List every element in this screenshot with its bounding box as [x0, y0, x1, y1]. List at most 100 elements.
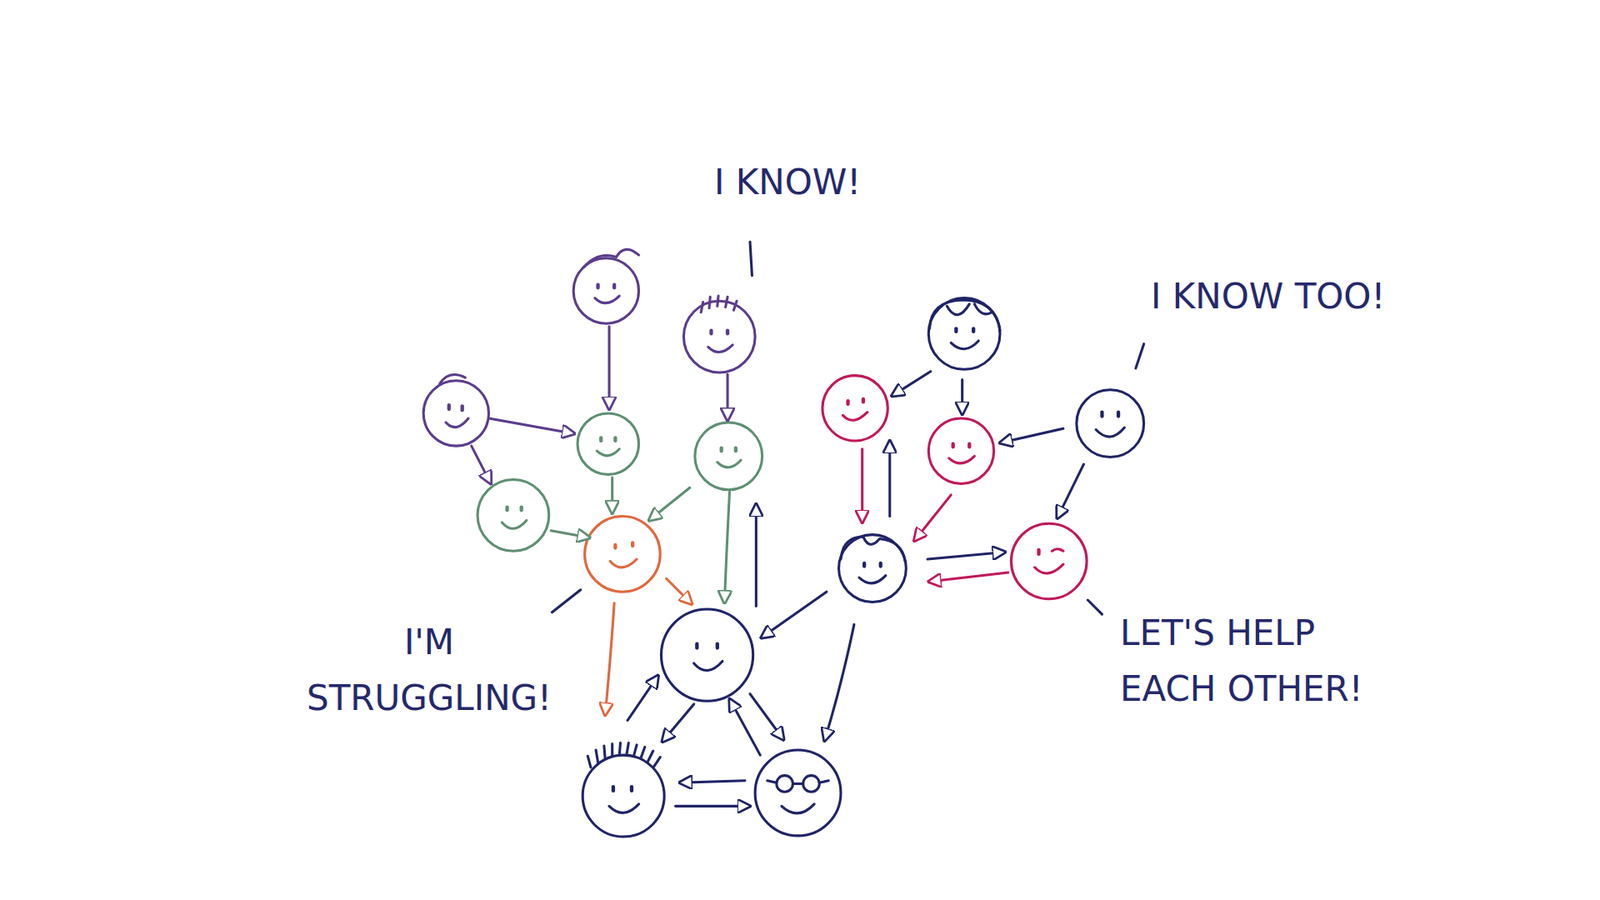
hair	[440, 374, 466, 384]
head	[683, 300, 755, 373]
arrow	[891, 371, 931, 396]
head	[839, 535, 907, 603]
leader-line	[1087, 600, 1102, 615]
eye	[613, 545, 617, 549]
arrow	[1000, 428, 1064, 443]
face	[1010, 523, 1087, 600]
callout: LET'S HELP EACH OTHER!	[1120, 605, 1370, 717]
eye	[734, 448, 738, 452]
arrow	[927, 551, 1005, 560]
smile	[596, 449, 620, 456]
head	[423, 380, 489, 446]
arrow	[607, 326, 610, 410]
eye	[695, 644, 699, 649]
eye	[971, 328, 975, 332]
eye	[447, 405, 451, 410]
eye	[709, 330, 713, 335]
eye	[630, 542, 635, 546]
head	[755, 750, 841, 836]
smile	[595, 295, 620, 304]
eye	[613, 437, 617, 441]
arrow	[888, 440, 891, 517]
eye	[954, 328, 958, 332]
face	[423, 374, 489, 446]
smile	[501, 520, 526, 529]
callout-text: LET'S HELP EACH OTHER!	[1120, 605, 1370, 717]
eye	[520, 507, 524, 511]
eye	[861, 399, 865, 403]
smile	[694, 660, 723, 670]
hair	[700, 295, 737, 313]
glasses	[767, 780, 829, 785]
arrow	[960, 380, 964, 415]
eye	[630, 786, 634, 791]
face	[577, 413, 639, 475]
head	[577, 413, 639, 475]
eye	[505, 507, 509, 511]
head	[582, 755, 665, 837]
eye	[612, 285, 616, 289]
wink	[1051, 549, 1063, 551]
head	[1076, 390, 1145, 458]
arrow	[1057, 464, 1085, 519]
arrow	[605, 603, 615, 716]
leader-line	[551, 590, 580, 613]
callout-text: I KNOW!	[714, 154, 861, 210]
arrow	[755, 504, 758, 606]
arrow	[928, 572, 1009, 582]
smile	[1095, 427, 1125, 437]
arrow	[610, 477, 614, 514]
smile	[950, 340, 979, 350]
head	[1010, 523, 1087, 600]
arrow	[914, 495, 951, 541]
face	[695, 422, 763, 490]
arrow	[666, 578, 693, 605]
eye	[951, 444, 955, 448]
eye	[595, 285, 600, 289]
hair	[587, 742, 660, 767]
eye	[1036, 550, 1040, 555]
eye	[862, 563, 866, 567]
head	[477, 480, 550, 552]
smile	[445, 418, 469, 428]
arrow	[750, 694, 784, 740]
callout: I'M STRUGGLING!	[287, 614, 571, 726]
arrow	[662, 704, 695, 742]
hair	[840, 536, 905, 561]
face	[683, 295, 755, 373]
leader-line	[1135, 344, 1145, 369]
face	[1076, 390, 1145, 458]
eye	[599, 437, 603, 441]
face	[839, 535, 907, 603]
arrow	[860, 449, 864, 523]
eye	[1116, 412, 1120, 417]
eye	[725, 330, 730, 335]
smile	[859, 575, 886, 584]
eye	[1100, 412, 1104, 417]
smile	[708, 345, 733, 353]
callout-text: I'M STRUGGLING!	[287, 614, 571, 726]
hair	[930, 300, 1000, 331]
face	[755, 750, 841, 836]
head	[695, 422, 763, 490]
face	[928, 298, 1000, 370]
arrow	[724, 491, 730, 603]
smile	[610, 559, 637, 568]
arrow	[550, 530, 590, 539]
eye	[611, 786, 615, 791]
arrow	[760, 591, 826, 638]
smile	[1035, 564, 1064, 574]
head	[822, 375, 888, 441]
eye	[967, 444, 971, 448]
smile	[781, 804, 815, 814]
eye	[715, 644, 720, 649]
arrow	[489, 418, 575, 434]
arrow	[649, 487, 690, 520]
arrow	[675, 805, 750, 808]
callout-text: I KNOW TOO!	[1150, 268, 1385, 325]
hair	[583, 249, 639, 267]
smile	[949, 455, 975, 464]
face	[582, 742, 665, 837]
smile	[717, 460, 741, 468]
